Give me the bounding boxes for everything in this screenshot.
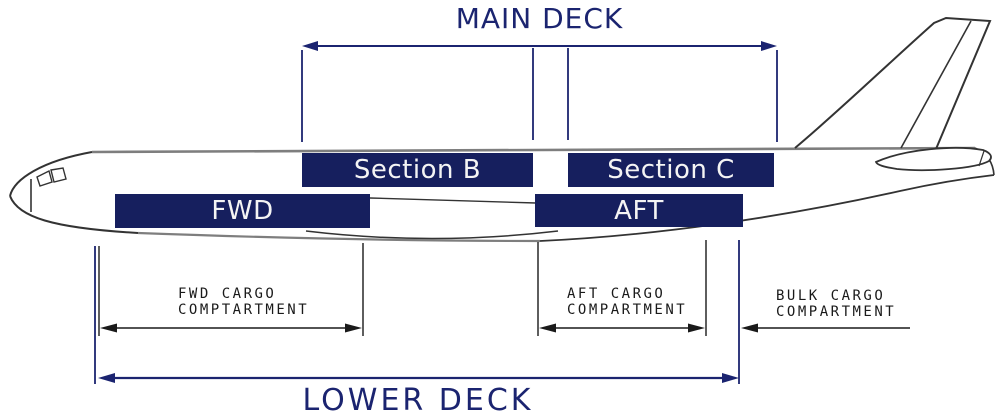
aft-cargo-label-line2: COMPARTMENT bbox=[567, 302, 688, 318]
horizontal-stabilizer-outline bbox=[874, 147, 992, 172]
vertical-stabilizer-outline bbox=[794, 16, 992, 150]
arrowhead-left-icon bbox=[98, 373, 115, 383]
fwd-cargo-label-line2: COMPTARTMENT bbox=[178, 302, 310, 318]
lower-deck-ceiling-line bbox=[369, 197, 537, 204]
belly-fairing-curve bbox=[305, 230, 559, 240]
lower-deck-fwd-bar: FWD bbox=[115, 194, 370, 228]
main-deck-section-c-bar: Section C bbox=[568, 153, 774, 187]
main-deck-title: MAIN DECK bbox=[455, 2, 624, 35]
arrowhead-left-icon bbox=[539, 323, 556, 333]
lower-deck-title: LOWER DECK bbox=[302, 383, 534, 418]
arrowhead-right-icon bbox=[688, 323, 705, 333]
arrowhead-right-icon bbox=[722, 373, 739, 383]
aft-cargo-compartment-label: AFT CARGO COMPARTMENT bbox=[567, 286, 687, 318]
aft-cargo-label-line1: AFT CARGO bbox=[567, 286, 666, 302]
arrowhead-right-icon bbox=[345, 323, 362, 333]
main-deck-section-b-bar: Section B bbox=[302, 153, 533, 187]
bulk-cargo-label-line1: BULK CARGO bbox=[776, 288, 886, 304]
fwd-cargo-compartment-label: FWD CARGO COMPTARTMENT bbox=[178, 286, 309, 318]
arrowhead-right-icon bbox=[761, 41, 777, 51]
nose-top-outline bbox=[9, 151, 93, 197]
fuselage-top-line bbox=[91, 146, 976, 154]
aft-belly-upsweep bbox=[539, 174, 995, 242]
bulk-cargo-label-line2: COMPARTMENT bbox=[776, 304, 897, 320]
bulk-cargo-compartment-label: BULK CARGO COMPARTMENT bbox=[776, 288, 896, 320]
arrowhead-left-icon bbox=[100, 323, 117, 333]
fuselage-bottom-line bbox=[137, 231, 541, 243]
arrowhead-left-icon bbox=[741, 323, 758, 333]
rudder-hinge-line bbox=[900, 20, 972, 149]
lower-deck-aft-bar: AFT bbox=[535, 194, 743, 227]
fwd-cargo-label-line1: FWD CARGO bbox=[178, 286, 277, 302]
elevator-line bbox=[978, 150, 985, 167]
cockpit-window-icon bbox=[50, 167, 67, 183]
arrowhead-left-icon bbox=[302, 41, 318, 51]
cockpit-window-icon bbox=[36, 169, 53, 187]
nose-bottom-outline bbox=[9, 195, 139, 234]
